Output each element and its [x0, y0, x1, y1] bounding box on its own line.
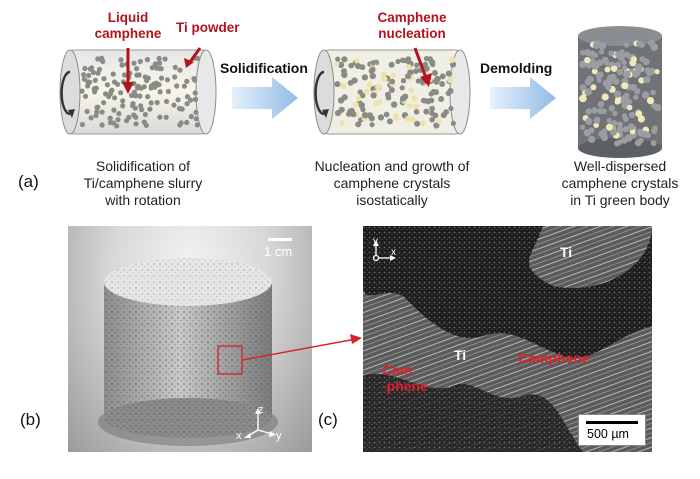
label-ti-powder: Ti powder: [176, 20, 240, 35]
panel-b-letter: (b): [20, 410, 41, 429]
scale-label-b: 1 cm: [264, 244, 293, 259]
caption-step-3: Well-dispersed camphene crystals in Ti g…: [561, 158, 679, 208]
process-arrow-1: [232, 77, 298, 119]
process-arrow-2: [490, 77, 556, 119]
axis-triad-b: [244, 408, 276, 438]
label-camphene-nucleation: Camphene nucleation: [377, 10, 447, 41]
label-camphene: Camphene: [518, 350, 590, 366]
green-body-cylinder: [578, 26, 662, 158]
step-demolding: Demolding: [480, 60, 553, 76]
sample-photo: [68, 226, 312, 452]
caption-step-2: Nucleation and growth of camphene crysta…: [314, 158, 470, 208]
panel-c-letter: (c): [318, 410, 338, 429]
axis-label-y-c: y: [373, 236, 378, 247]
axis-label-z: z: [258, 404, 264, 416]
scale-box-c: 500 µm: [578, 414, 646, 446]
label-ti-middle: Ti: [454, 347, 467, 363]
scale-bar-c: [586, 421, 638, 424]
axis-label-x-c: x: [391, 247, 396, 258]
rotating-container-2: [313, 49, 471, 135]
panel-a-letter: (a): [18, 172, 39, 191]
label-camphene-left: Cam -phene: [382, 362, 428, 394]
caption-step-1: Solidification of Ti/camphene slurry wit…: [83, 158, 203, 208]
micrograph-texture: [363, 226, 652, 452]
step-solidification: Solidification: [220, 60, 308, 76]
red-pointer-arrows-a: [122, 47, 432, 94]
axis-triad-c: [372, 240, 396, 262]
sample-cylinder-illustration: [98, 258, 278, 446]
scale-label-c: 500 µm: [587, 427, 629, 441]
label-ti-top: Ti: [560, 244, 573, 260]
scale-bar-b: [268, 238, 292, 241]
label-liquid-camphene: Liquid camphene: [94, 10, 162, 41]
axis-label-x: x: [236, 430, 242, 442]
axis-label-y: y: [276, 430, 282, 442]
